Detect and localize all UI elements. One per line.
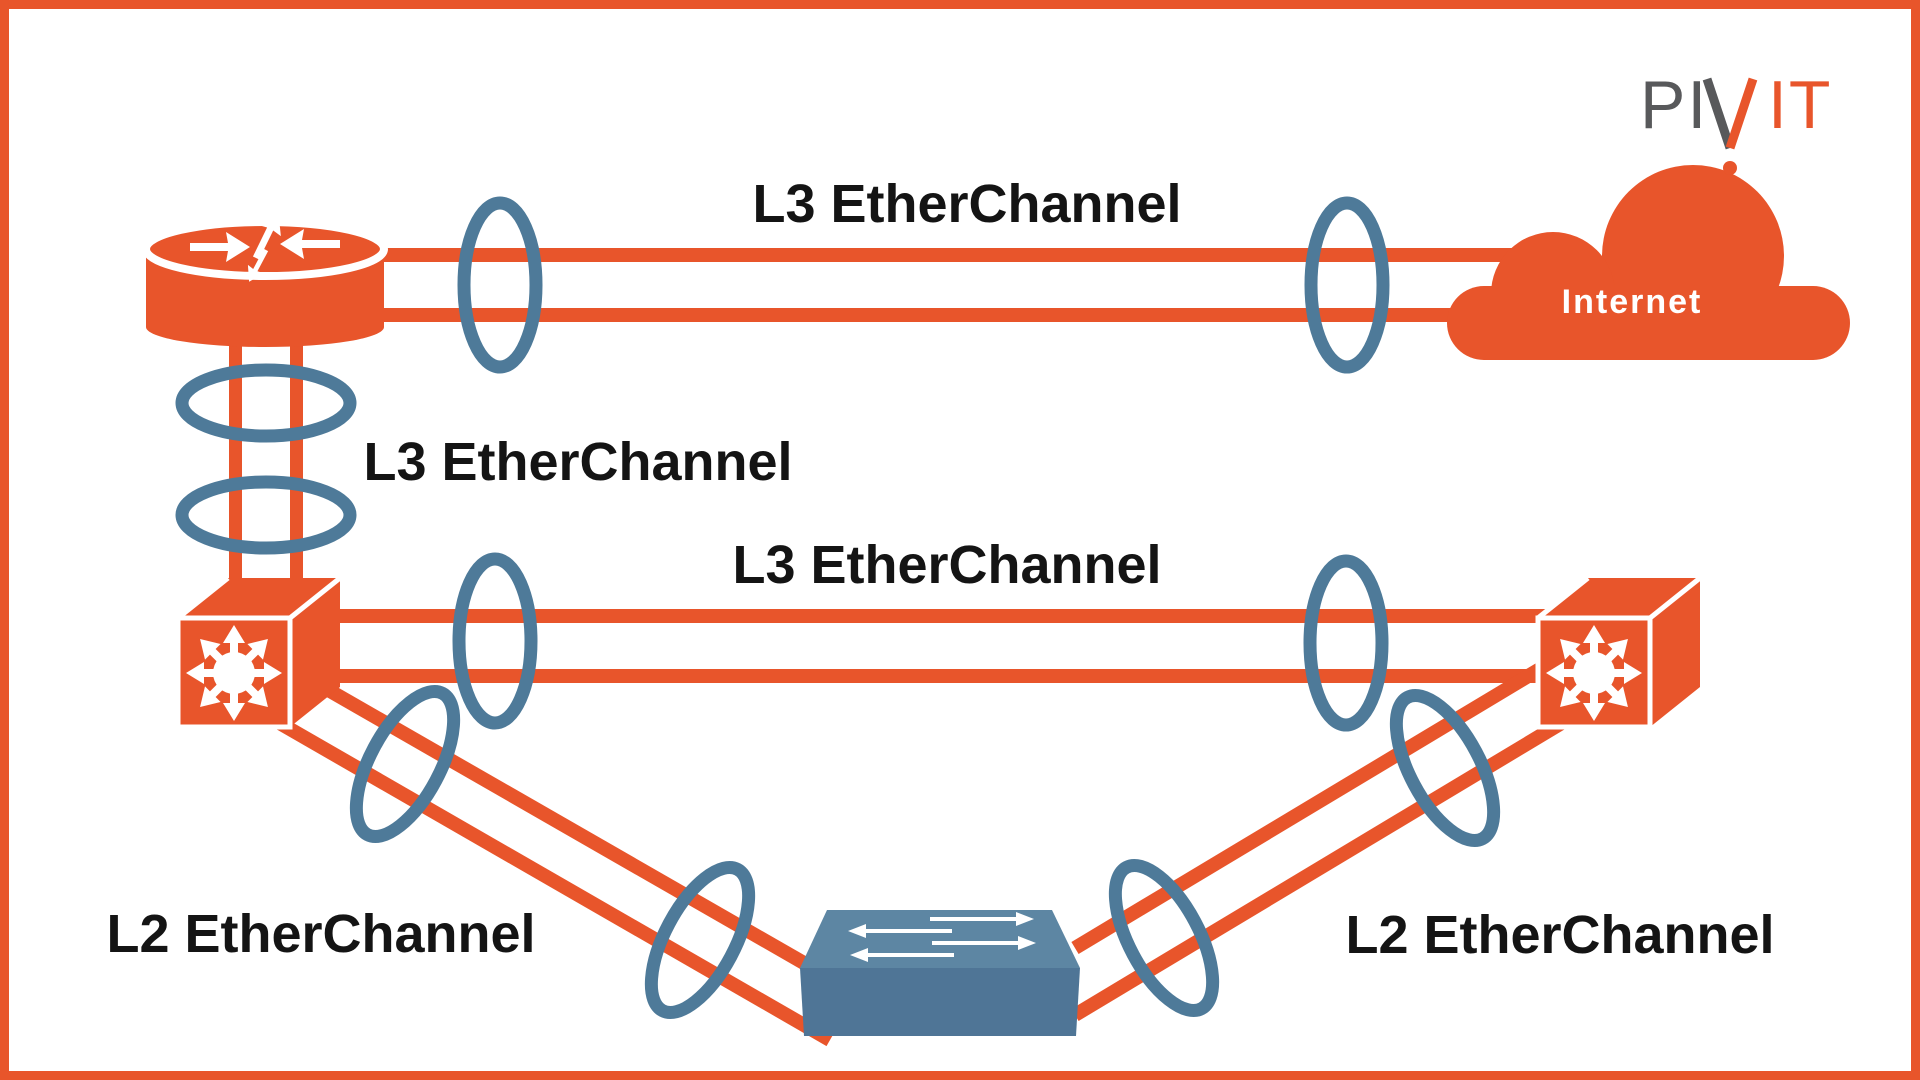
pivit-logo: PI IT: [1640, 67, 1832, 175]
link-router-switch-left: [182, 330, 350, 612]
link-access-switch-right: [1071, 638, 1604, 1025]
logo-exclamation-dot: [1723, 161, 1737, 175]
link-switch-switch: [330, 559, 1550, 725]
label-l2-etherchannel-left: L2 EtherChannel: [106, 904, 535, 964]
layer3-switch-left: [178, 578, 340, 727]
link-switch-left-access: [246, 638, 834, 1047]
link-router-internet: [380, 203, 1515, 367]
label-l3-etherchannel-top: L3 EtherChannel: [752, 174, 1181, 234]
router-icon: [142, 206, 388, 347]
label-l2-etherchannel-right: L2 EtherChannel: [1345, 905, 1774, 965]
access-switch: [800, 910, 1080, 1036]
logo-text-gray: PI: [1640, 67, 1708, 143]
layer3-switch-right: [1538, 578, 1700, 727]
label-l3-etherchannel-middle: L3 EtherChannel: [732, 535, 1161, 595]
logo-text-orange: IT: [1768, 67, 1832, 143]
logo-letter-v: [1702, 77, 1758, 175]
internet-label: Internet: [1562, 283, 1703, 321]
label-l3-etherchannel-left: L3 EtherChannel: [363, 432, 792, 492]
internet-cloud: Internet: [1447, 165, 1850, 360]
